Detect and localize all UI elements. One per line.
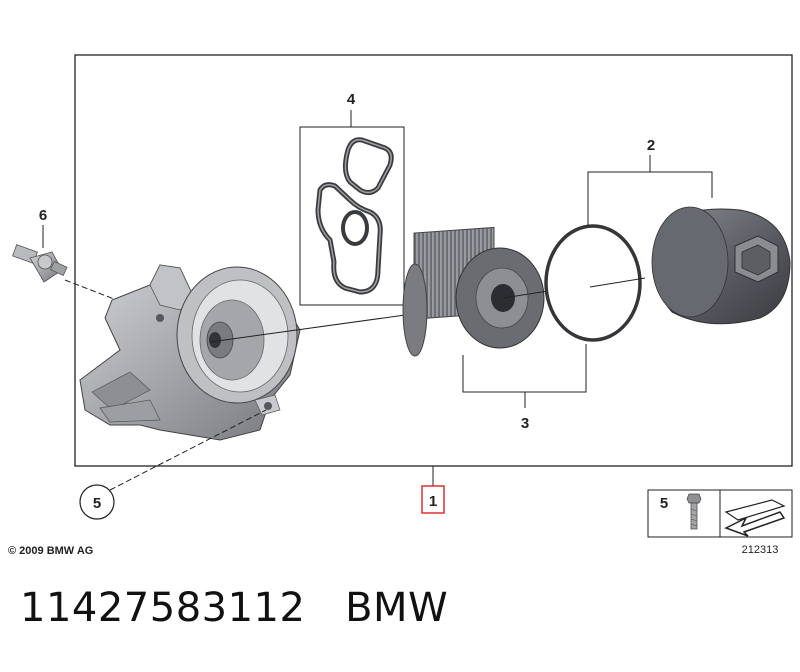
filter-axis-line: [502, 290, 549, 299]
callout-2: 2: [647, 137, 655, 154]
ring-axis-line: [589, 277, 646, 288]
callout-1-box: [421, 485, 445, 514]
reference-number: 212313: [742, 544, 779, 556]
callout-5-circle: [79, 484, 115, 520]
filter-cap: [651, 206, 791, 325]
callout-5: 5: [93, 495, 101, 512]
gasket-bracket: [299, 126, 405, 306]
filter-element: [402, 226, 545, 357]
o-ring: [544, 224, 642, 342]
callout-1: 1: [429, 493, 437, 510]
copyright: © 2009 BMW AG: [8, 545, 93, 557]
oil-filter-housing: [79, 264, 301, 441]
callout-3: 3: [521, 415, 529, 432]
arrow-surface-icon: [724, 499, 786, 537]
footer-part-info: 11427583112 BMW: [20, 585, 448, 631]
part-number: 11427583112: [20, 585, 306, 631]
callout-6: 6: [39, 207, 47, 224]
bracket-3: [462, 344, 587, 393]
leader-5: [109, 409, 267, 491]
legend-number: 5: [660, 495, 668, 512]
gasket-set: [315, 137, 394, 295]
callout-4: 4: [347, 91, 356, 108]
center-axis-line: [209, 314, 406, 343]
sensor-part: [12, 244, 68, 283]
legend-box: 5: [647, 489, 793, 538]
bolt-icon: [686, 493, 702, 530]
brand-name: BMW: [345, 585, 449, 631]
